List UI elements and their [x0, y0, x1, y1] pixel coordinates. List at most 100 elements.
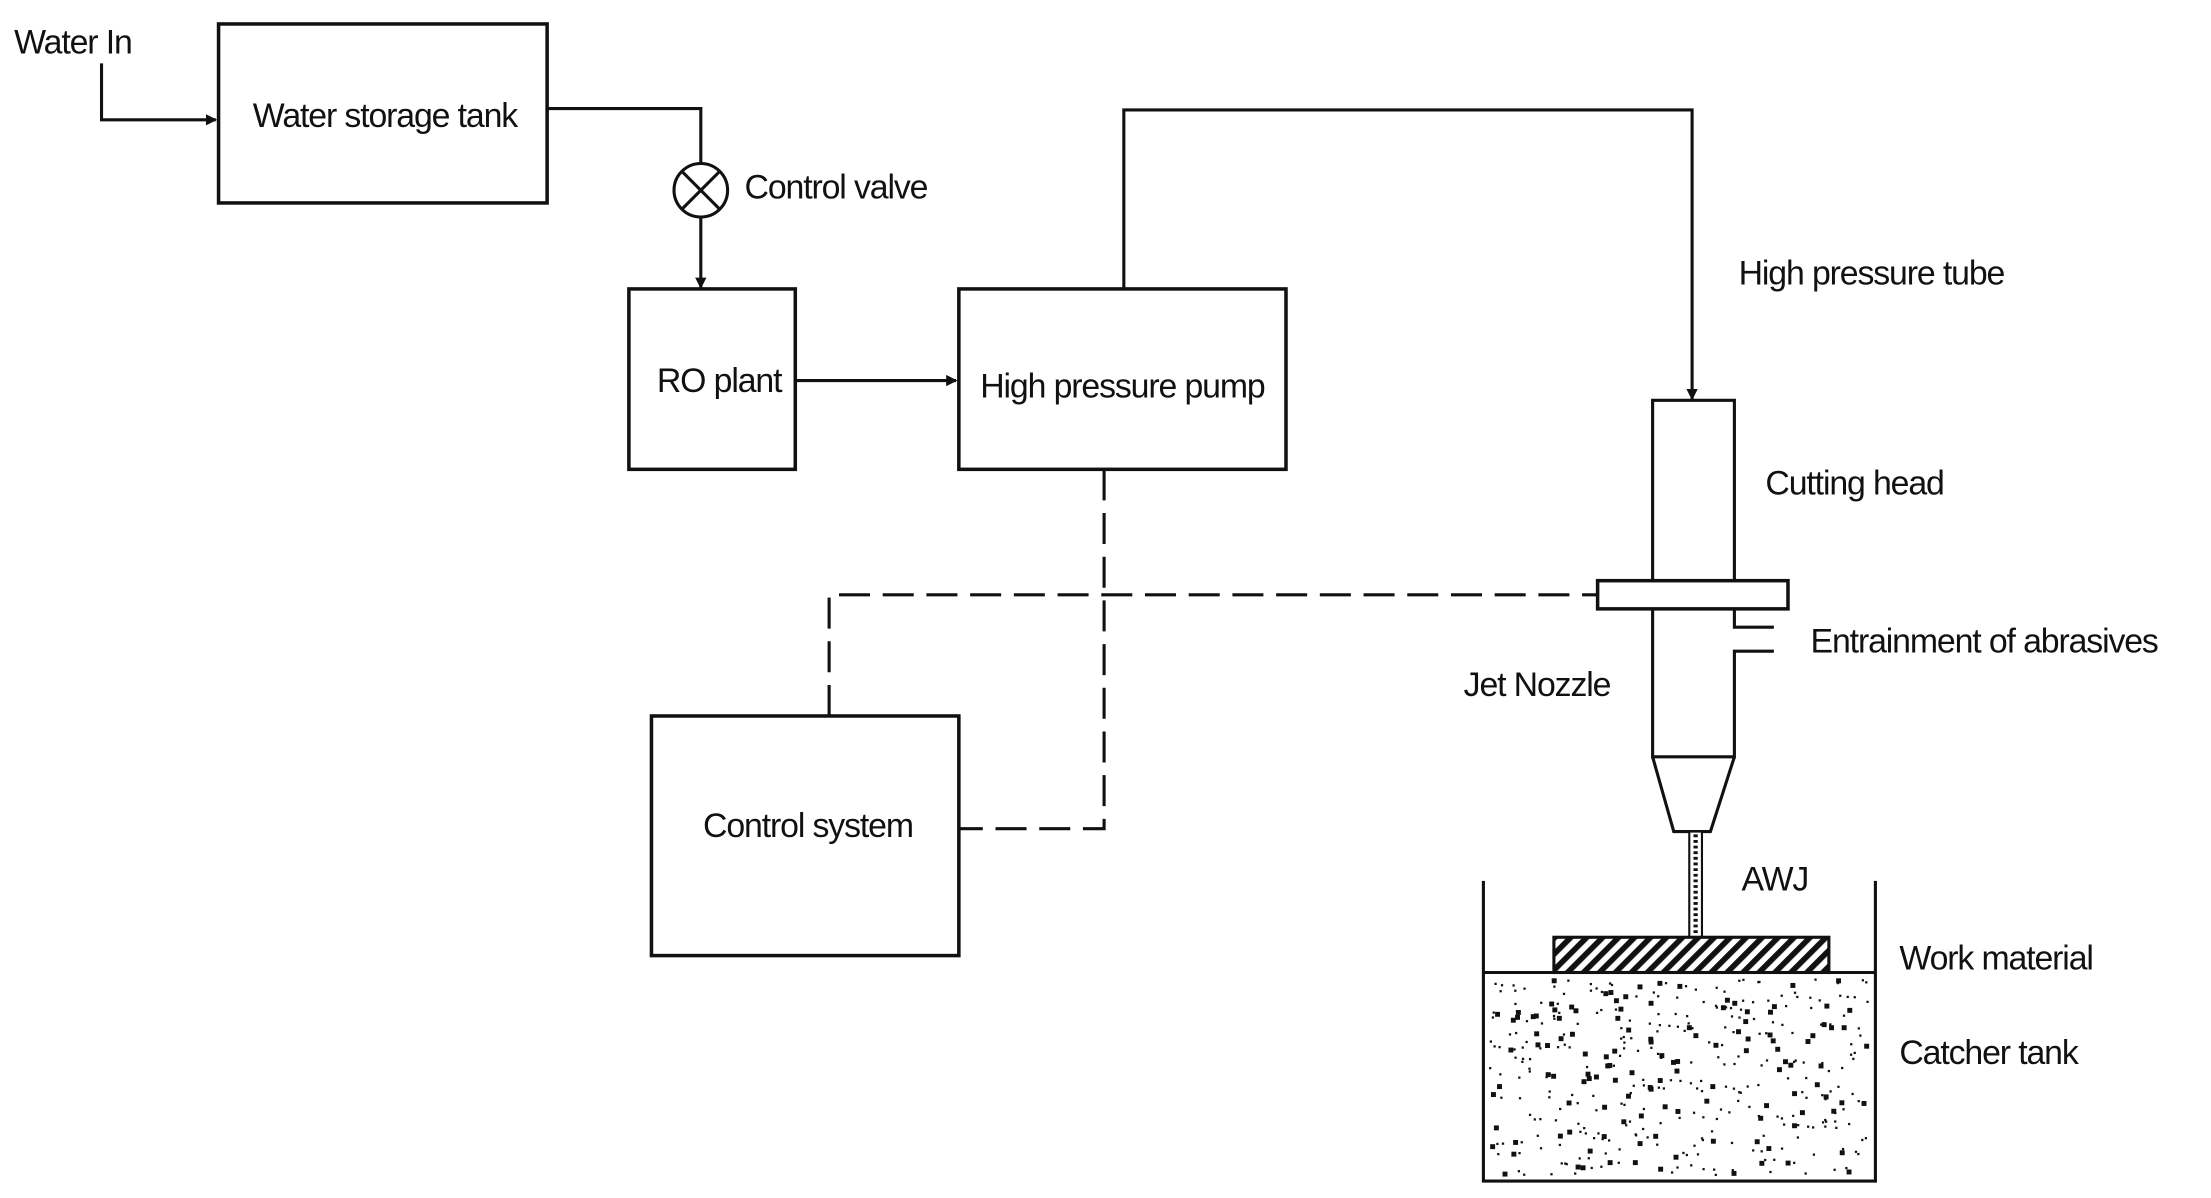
abrasive-particle: [1567, 979, 1570, 982]
abrasive-particle: [1702, 1116, 1705, 1119]
abrasive-particle: [1637, 984, 1643, 990]
abrasive-particle: [1841, 1147, 1845, 1151]
abrasive-particle: [1866, 1000, 1869, 1004]
abrasive-particle: [1658, 1166, 1664, 1172]
abrasive-particle: [1617, 1161, 1620, 1164]
abrasive-particle: [1491, 1016, 1495, 1019]
abrasive-particle: [1770, 1038, 1776, 1044]
abrasive-particle: [1818, 1063, 1824, 1069]
abrasive-particle: [1824, 1118, 1827, 1122]
abrasive-particle: [1859, 1034, 1862, 1037]
abrasive-particle: [1752, 1149, 1755, 1152]
abrasive-particle: [1494, 982, 1497, 985]
abrasive-particle: [1724, 1026, 1727, 1029]
abrasive-particle: [1715, 986, 1718, 989]
abrasive-particle: [1782, 1123, 1786, 1126]
abrasive-particle: [1592, 1137, 1596, 1140]
abrasive-particle: [1658, 1024, 1661, 1027]
abrasive-particle: [1552, 1007, 1558, 1013]
abrasive-particle: [1848, 1122, 1851, 1126]
abrasive-particle: [1545, 1076, 1548, 1079]
abrasive-particle: [1558, 1143, 1562, 1147]
abrasive-particle: [1636, 1049, 1640, 1052]
abrasive-particle: [1592, 1094, 1595, 1097]
abrasive-particle: [1502, 1171, 1508, 1177]
abrasive-particle: [1759, 1160, 1765, 1166]
abrasive-particle: [1674, 1012, 1677, 1016]
abrasive-particle: [1742, 978, 1745, 981]
abrasive-particle: [1539, 1118, 1542, 1121]
abrasive-particle: [1839, 994, 1842, 997]
abrasive-particle: [1562, 992, 1566, 996]
abrasive-particle: [1659, 1053, 1665, 1059]
abrasive-particle: [1679, 1079, 1682, 1083]
abrasive-particle: [1657, 995, 1660, 998]
abrasive-particle: [1792, 1114, 1795, 1118]
abrasive-particle: [1728, 1111, 1731, 1114]
abrasive-particle: [1771, 1021, 1775, 1024]
abrasive-particle: [1556, 1046, 1560, 1049]
abrasive-particle: [1501, 1142, 1505, 1145]
abrasive-particle: [1683, 1029, 1686, 1033]
abrasive-particle: [1827, 1069, 1830, 1073]
abrasive-particle: [1664, 982, 1668, 985]
abrasive-particle: [1764, 1103, 1770, 1109]
abrasive-particle: [1548, 1096, 1551, 1099]
abrasive-particle: [1796, 995, 1799, 999]
abrasive-particle: [1846, 995, 1849, 999]
abrasive-particle: [1512, 984, 1515, 987]
abrasive-particle: [1528, 1067, 1531, 1070]
abrasive-particle: [1783, 1059, 1788, 1065]
abrasive-particle: [1700, 1090, 1704, 1093]
abrasive-particle: [1696, 1153, 1700, 1156]
abrasive-particle: [1551, 1073, 1557, 1079]
jet-nozzle-label: Jet Nozzle: [1464, 666, 1611, 704]
abrasive-particle: [1768, 1009, 1773, 1015]
abrasive-particle: [1499, 990, 1502, 993]
abrasive-particle: [1558, 1011, 1561, 1015]
abrasive-particle: [1618, 1006, 1624, 1012]
abrasive-particle: [1595, 1109, 1598, 1112]
abrasive-particle: [1824, 1125, 1827, 1128]
abrasive-particle: [1517, 1170, 1521, 1173]
abrasive-particle: [1839, 1150, 1845, 1156]
abrasive-particle: [1732, 1087, 1736, 1090]
abrasive-particle: [1490, 1092, 1496, 1098]
abrasive-particle: [1739, 1008, 1743, 1011]
abrasive-particle: [1805, 1039, 1811, 1044]
abrasive-particle: [1513, 1048, 1516, 1051]
abrasive-particle: [1653, 1133, 1659, 1139]
abrasive-particle: [1690, 1164, 1693, 1167]
abrasive-particle: [1515, 1009, 1521, 1015]
abrasive-particle: [1790, 982, 1796, 988]
abrasive-particle: [1656, 1052, 1660, 1056]
abrasive-particle: [1576, 1102, 1579, 1105]
abrasive-particle: [1836, 978, 1842, 984]
abrasive-particle: [1575, 1164, 1581, 1170]
abrasive-particle: [1700, 1137, 1704, 1140]
abrasive-particle: [1656, 1030, 1659, 1033]
abrasive-particle: [1805, 1076, 1808, 1080]
abrasive-particle: [1582, 1051, 1588, 1057]
abrasive-particle: [1786, 1077, 1790, 1080]
abrasive-particle: [1714, 1004, 1718, 1007]
abrasive-particle: [1842, 1108, 1845, 1111]
abrasive-particle: [1864, 1137, 1868, 1140]
abrasive-particle: [1814, 978, 1817, 981]
abrasive-particle: [1738, 1091, 1741, 1094]
abrasive-particle: [1758, 1115, 1764, 1121]
abrasive-particle: [1841, 1066, 1844, 1070]
water-storage-tank-box: [216, 22, 549, 205]
abrasive-particle: [1528, 1070, 1531, 1073]
abrasive-particle: [1496, 1142, 1499, 1146]
abrasive-particle: [1776, 1115, 1779, 1118]
abrasive-particle: [1600, 990, 1604, 994]
abrasive-particle: [1767, 999, 1770, 1002]
abrasive-particle: [1525, 1040, 1528, 1044]
abrasive-particle: [1668, 1024, 1671, 1027]
abrasive-particle: [1552, 1014, 1556, 1018]
abrasive-particle: [1629, 1091, 1632, 1095]
abrasive-particle: [1518, 1076, 1521, 1079]
abrasive-particle: [1781, 1023, 1784, 1027]
abrasive-particle: [1608, 982, 1612, 985]
